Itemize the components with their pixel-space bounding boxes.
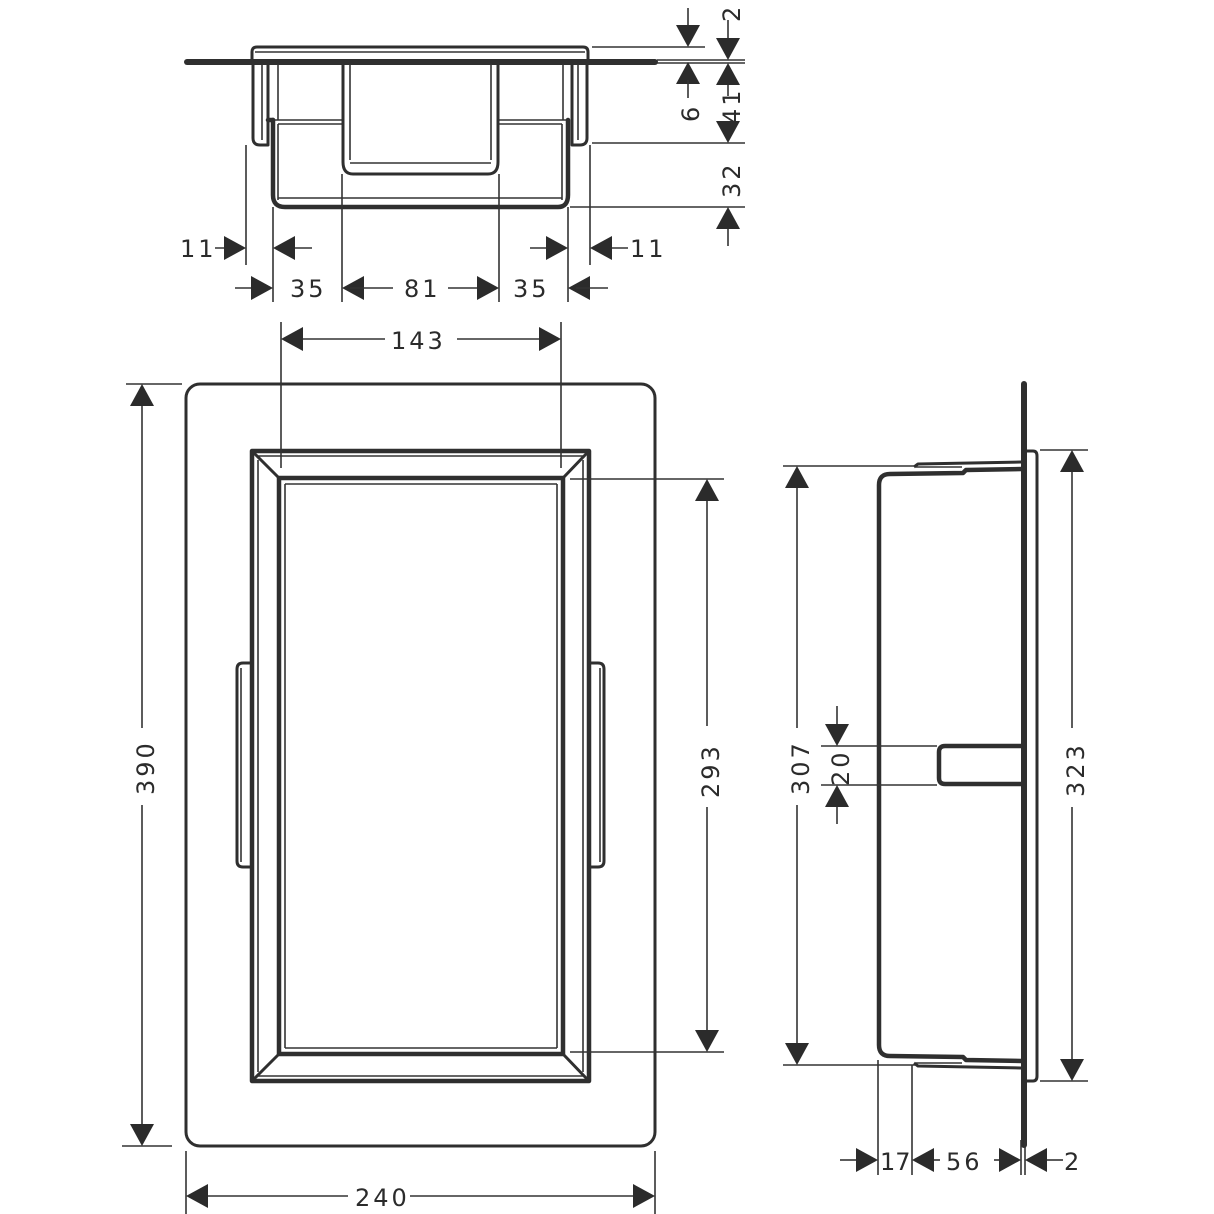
side-body (876, 466, 1025, 1064)
dim-top-81: 81 (404, 275, 441, 303)
dim-top-6: 6 (677, 104, 705, 122)
dim-side-17: 17 (880, 1148, 911, 1176)
dim-front-390: 390 (132, 740, 160, 795)
left-mount-tab (235, 661, 252, 869)
dim-top-right-11: 11 (630, 235, 667, 263)
dim-side-56: 56 (946, 1148, 983, 1176)
dim-top-left-11: 11 (180, 235, 217, 263)
niche-back (276, 475, 566, 1057)
cover-plate (184, 382, 657, 1148)
side-flange (1026, 449, 1039, 1083)
dim-top-left-35: 35 (290, 275, 327, 303)
dim-side-307: 307 (787, 740, 815, 795)
shelf-support (936, 743, 1024, 787)
dim-side-323: 323 (1062, 742, 1090, 797)
top-view: 11 11 35 81 35 6 2 (180, 4, 746, 303)
right-tab (570, 64, 589, 147)
niche-frame (249, 448, 592, 1084)
dim-front-143: 143 (391, 327, 446, 355)
dim-top-right-35: 35 (513, 275, 550, 303)
body-outline (270, 117, 571, 210)
dim-side-20: 20 (827, 749, 855, 786)
dim-top-41: 41 (718, 87, 746, 124)
top-flange (250, 45, 590, 62)
dim-side-2: 2 (1064, 1148, 1082, 1176)
left-tab (251, 64, 270, 147)
dim-front-293: 293 (697, 743, 725, 798)
dim-front-240: 240 (355, 1184, 410, 1212)
right-mount-tab (589, 661, 606, 869)
center-notch (341, 64, 500, 176)
dim-top-32: 32 (718, 161, 746, 198)
side-view: 307 20 323 17 56 2 (783, 381, 1090, 1176)
front-view: 143 390 293 240 (122, 322, 725, 1214)
dim-top-2: 2 (718, 4, 746, 22)
